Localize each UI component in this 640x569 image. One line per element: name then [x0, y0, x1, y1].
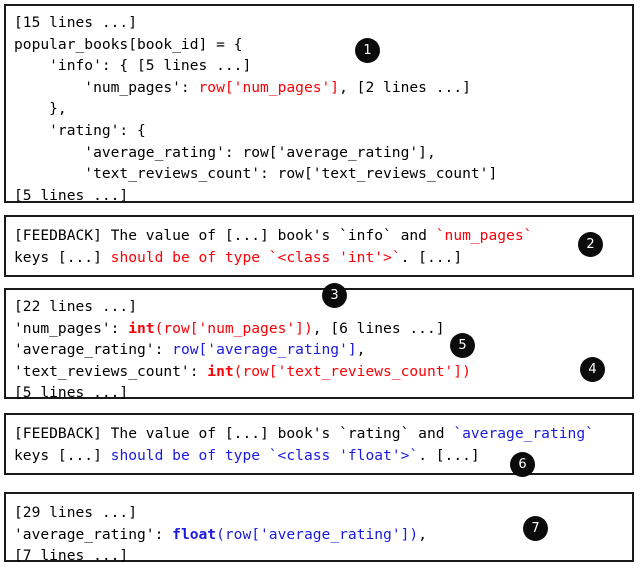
step-badge-5: 5 [450, 333, 475, 358]
code-text: . [...] [418, 446, 480, 464]
code-line: [5 lines ...] [6, 382, 632, 404]
code-text: [5 lines ...] [14, 384, 129, 402]
highlighted-code-text: (row['text_reviews_count']) [233, 362, 471, 380]
highlighted-code-text: (row['average_rating']) [216, 525, 419, 543]
code-text: 'text_reviews_count': [14, 362, 208, 380]
step-badge-6: 6 [510, 452, 535, 477]
code-text: 'average_rating': [14, 341, 173, 359]
feedback-line: keys [...] should be of type `<class 'fl… [6, 445, 632, 467]
code-line: [5 lines ...] [6, 185, 632, 207]
code-panel-revision-1: [22 lines ...]'num_pages': int(row['num_… [4, 288, 634, 401]
code-text: 'rating': { [14, 121, 146, 139]
feedback-line: [FEEDBACK] The value of [...] book's `in… [6, 225, 632, 247]
code-text: , [418, 525, 427, 543]
step-badge-1: 1 [355, 38, 380, 63]
code-line: [7 lines ...] [6, 545, 632, 567]
highlighted-code-text: should be of type `<class 'float'>` [110, 446, 419, 464]
code-line: 'text_reviews_count': int(row['text_revi… [6, 361, 632, 383]
code-line: 'average_rating': row['average_rating'], [6, 142, 632, 164]
feedback-panel-int: [FEEDBACK] The value of [...] book's `in… [4, 215, 634, 277]
code-text: [15 lines ...] [14, 14, 138, 31]
code-text: keys [...] [14, 248, 111, 266]
code-text: popular_books[book_id] = { [14, 35, 243, 53]
code-text: . [...] [400, 248, 463, 266]
code-line: 'rating': { [6, 120, 632, 142]
code-text: [FEEDBACK] The value of [...] book's `ra… [14, 425, 454, 442]
highlighted-code-text: int [128, 319, 155, 337]
code-text: }, [14, 100, 67, 118]
code-line: 'average_rating': float(row['average_rat… [6, 524, 632, 546]
code-text: [7 lines ...] [14, 547, 129, 565]
code-line: }, [6, 98, 632, 120]
code-text: 'num_pages': [14, 319, 129, 337]
code-text: [22 lines ...] [14, 298, 138, 315]
code-panel-initial: [15 lines ...] popular_books[book_id] = {… [4, 4, 634, 204]
code-line: 'num_pages': row['num_pages'], [2 lines … [6, 77, 632, 99]
highlighted-code-text: int [207, 362, 234, 380]
highlighted-code-text: should be of type `<class 'int'>` [110, 248, 401, 266]
highlighted-code-text: (row['num_pages']) [154, 319, 313, 337]
code-text: 'num_pages': [14, 78, 199, 96]
code-line: [29 lines ...] [6, 502, 632, 524]
code-line: 'info': { [5 lines ...] [6, 55, 632, 77]
feedback-line: keys [...] should be of type `<class 'in… [6, 247, 632, 269]
feedback-panel-float: [FEEDBACK] The value of [...] book's `ra… [4, 413, 634, 475]
code-text: 'text_reviews_count': row['text_reviews_… [14, 165, 498, 183]
code-text: 'average_rating': row['average_rating'], [14, 143, 436, 161]
step-badge-4: 4 [580, 357, 605, 382]
code-line: 'average_rating': row['average_rating'], [6, 339, 632, 361]
highlighted-code-text: row['average_rating'] [172, 341, 357, 359]
code-text: , [2 lines ...] [339, 78, 471, 96]
code-text: 'info': { [5 lines ...] [14, 57, 252, 75]
code-line: 'num_pages': int(row['num_pages']), [6 l… [6, 318, 632, 340]
step-badge-7: 7 [523, 516, 548, 541]
code-text: 'average_rating': [14, 525, 173, 543]
step-badge-3: 3 [322, 283, 347, 308]
highlighted-code-text: float [172, 525, 217, 543]
code-line: [22 lines ...] [6, 296, 632, 318]
code-text: , [356, 341, 366, 359]
step-badge-2: 2 [578, 232, 603, 257]
code-line: [15 lines ...] [6, 12, 632, 34]
code-text: [5 lines ...] [14, 186, 129, 204]
code-text: , [6 lines ...] [312, 319, 445, 337]
highlighted-code-text: `num_pages` [435, 227, 533, 244]
feedback-line: [FEEDBACK] The value of [...] book's `ra… [6, 423, 632, 445]
code-text: keys [...] [14, 446, 111, 464]
code-text: [29 lines ...] [14, 504, 138, 521]
highlighted-code-text: row['num_pages'] [198, 78, 340, 96]
code-line: popular_books[book_id] = { [6, 34, 632, 56]
code-line: 'text_reviews_count': row['text_reviews_… [6, 163, 632, 185]
code-text: [FEEDBACK] The value of [...] book's `in… [14, 227, 436, 244]
highlighted-code-text: `average_rating` [453, 425, 594, 442]
